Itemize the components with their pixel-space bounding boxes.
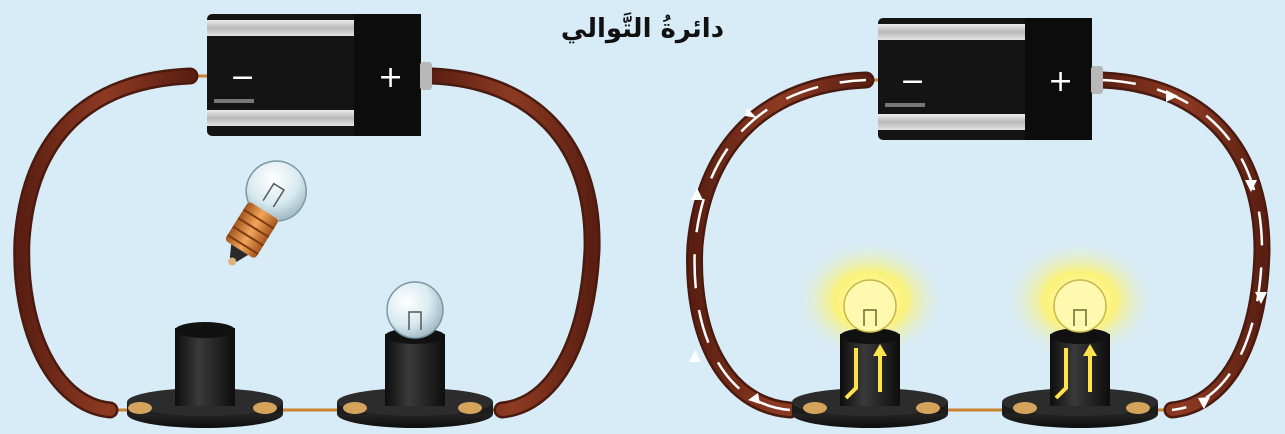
right-circuit: − + xyxy=(689,18,1267,428)
wire-left xyxy=(22,76,190,410)
plus-sign: + xyxy=(1048,64,1073,99)
wire-right xyxy=(1102,80,1262,410)
terminal-screw xyxy=(253,402,277,414)
current-arrow-icon xyxy=(689,350,701,362)
terminal-screw xyxy=(1126,402,1150,414)
left-circuit: − + xyxy=(22,14,592,428)
wire-right xyxy=(432,76,592,410)
plus-sign: + xyxy=(378,60,403,95)
lit-bulb xyxy=(1054,280,1106,332)
terminal-screw xyxy=(803,402,827,414)
lit-bulb-holder-2 xyxy=(1002,238,1158,428)
battery-fine-print xyxy=(885,103,925,107)
battery-fine-print xyxy=(214,99,254,103)
terminal-screw xyxy=(916,402,940,414)
battery-positive-terminal xyxy=(420,62,432,90)
terminal-screw xyxy=(458,402,482,414)
lit-bulb-holder-1 xyxy=(792,238,948,428)
battery-positive-terminal xyxy=(1091,66,1103,94)
lit-bulb xyxy=(844,280,896,332)
unlit-bulb xyxy=(387,282,443,338)
battery-left: − + xyxy=(207,14,432,136)
empty-bulb-holder xyxy=(127,322,283,428)
battery-right: − + xyxy=(878,18,1103,140)
minus-sign: − xyxy=(900,64,925,99)
terminal-screw xyxy=(343,402,367,414)
terminal-screw xyxy=(128,402,152,414)
terminal-screw xyxy=(1013,402,1037,414)
unlit-bulb-holder xyxy=(337,282,493,428)
removed-bulb xyxy=(205,150,318,281)
minus-sign: − xyxy=(230,60,255,95)
